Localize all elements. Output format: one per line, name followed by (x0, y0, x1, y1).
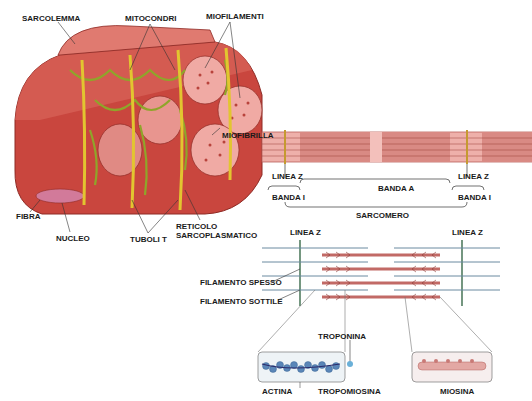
part-label: FIBRA (16, 212, 40, 221)
part-label: LINEA Z (272, 172, 303, 181)
part-label: TROPOMIOSINA (318, 387, 381, 396)
part-label: MITOCONDRI (125, 14, 176, 23)
part-label: ACTINA (262, 387, 292, 396)
part-label: MIOFILAMENTI (206, 12, 264, 21)
part-label: TROPONINA (318, 332, 366, 341)
part-label: FILAMENTO SPESSO (200, 278, 282, 287)
part-label: LINEA Z (452, 228, 483, 237)
part-label: SARCOMERO (356, 211, 409, 220)
part-label: BANDA A (378, 184, 414, 193)
part-label: MIOFIBRILLA (222, 131, 274, 140)
part-label: SARCOLEMMA (22, 14, 80, 23)
part-label: TUBOLI T (130, 235, 167, 244)
part-label: BANDA I (272, 193, 305, 202)
part-label: FILAMENTO SOTTILE (200, 297, 283, 306)
part-label: NUCLEO (56, 234, 90, 243)
part-label: BANDA I (458, 193, 491, 202)
part-label: LINEA Z (290, 228, 321, 237)
part-label: RETICOLO SARCOPLASMATICO (176, 222, 260, 240)
part-label: LINEA Z (458, 172, 489, 181)
part-label: MIOSINA (440, 387, 474, 396)
